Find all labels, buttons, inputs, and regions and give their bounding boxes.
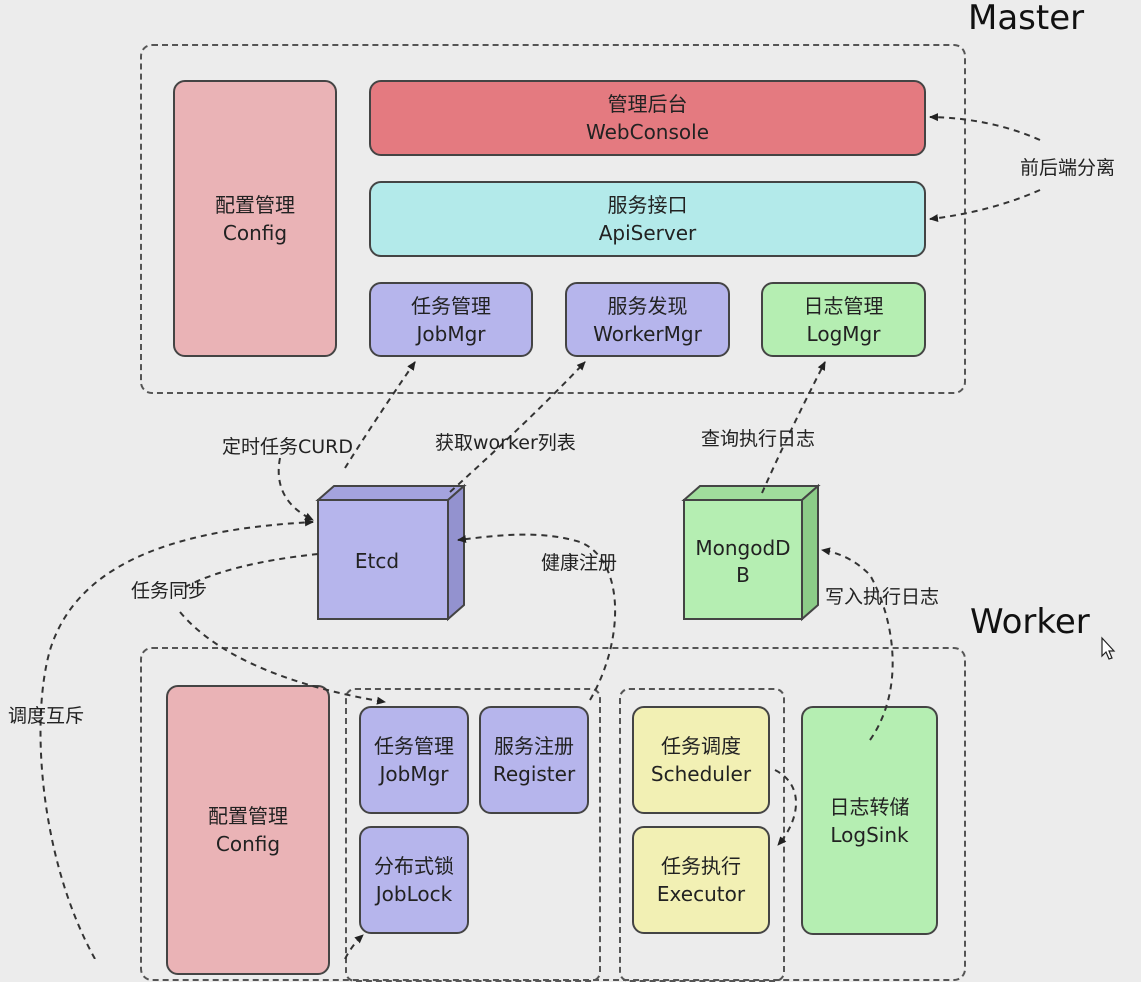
logsink-box: 日志转储 LogSink	[801, 706, 938, 935]
webconsole-en: WebConsole	[586, 120, 709, 144]
master-config-en: Config	[222, 220, 288, 245]
workermgr-en: WorkerMgr	[593, 321, 702, 346]
worker-config-box: 配置管理 Config	[166, 685, 330, 975]
apiserver-en: ApiServer	[598, 221, 697, 245]
joblock-en: JobLock	[375, 882, 453, 906]
arrow-to-webconsole	[929, 113, 1041, 141]
arrow-etcd-to-jobmgr	[344, 361, 416, 469]
mouse-cursor-icon	[1101, 636, 1116, 660]
arrow-curd-to-etcd	[277, 457, 314, 521]
mongodb-label-line1: MongodD	[695, 536, 790, 560]
label-cron-curd: 定时任务CURD	[222, 436, 354, 458]
diagram-svg: Etcd MongodD B	[39, 113, 1116, 959]
label-frontend-backend: 前后端分离	[1020, 157, 1116, 179]
arrow-mongodb-to-logmgr	[761, 361, 826, 494]
arrow-etcd-to-tasksync	[179, 553, 319, 591]
label-health-register: 健康注册	[541, 552, 618, 574]
arrow-to-joblock	[344, 934, 364, 959]
master-group	[140, 44, 966, 394]
scheduler-zh: 任务调度	[661, 734, 741, 758]
logmgr-en: LogMgr	[806, 321, 881, 346]
label-task-sync: 任务同步	[131, 580, 208, 602]
register-en: Register	[492, 762, 576, 786]
arrow-register-to-etcd	[457, 533, 617, 701]
arrow-mutex-to-etcd	[39, 518, 314, 959]
worker-jobmgr-en: JobMgr	[379, 762, 449, 786]
logsink-en: LogSink	[830, 822, 909, 847]
executor-box: 任务执行 Executor	[632, 826, 770, 934]
etcd-cube: Etcd	[315, 483, 467, 622]
worker-config-en: Config	[215, 832, 281, 856]
webconsole-zh: 管理后台	[607, 92, 688, 116]
executor-zh: 任务执行	[661, 854, 741, 878]
apiserver-box: 服务接口 ApiServer	[369, 181, 926, 257]
label-schedule-mutex: 调度互斥	[8, 705, 85, 727]
apiserver-zh: 服务接口	[607, 193, 688, 217]
executor-en: Executor	[656, 882, 746, 906]
label-query-log: 查询执行日志	[701, 428, 816, 450]
joblock-zh: 分布式锁	[374, 854, 454, 878]
mongodb-cube: MongodD B	[681, 483, 821, 622]
register-zh: 服务注册	[494, 734, 574, 758]
arrow-etcd-to-workermgr	[449, 361, 586, 493]
logmgr-zh: 日志管理	[803, 293, 884, 318]
scheduler-box: 任务调度 Scheduler	[632, 706, 770, 814]
joblock-box: 分布式锁 JobLock	[359, 826, 469, 934]
webconsole-box: 管理后台 WebConsole	[369, 80, 926, 156]
label-write-log: 写入执行日志	[825, 586, 940, 608]
worker-jobmgr-box: 任务管理 JobMgr	[359, 706, 469, 814]
etcd-label: Etcd	[355, 549, 399, 573]
register-box: 服务注册 Register	[479, 706, 589, 814]
worker-jobmgr-zh: 任务管理	[374, 734, 454, 758]
mongodb-label-line2: B	[736, 563, 750, 587]
workermgr-zh: 服务发现	[607, 293, 688, 318]
scheduler-en: Scheduler	[650, 762, 752, 786]
workermgr-box: 服务发现 WorkerMgr	[565, 282, 730, 357]
logmgr-box: 日志管理 LogMgr	[761, 282, 926, 357]
worker-config-zh: 配置管理	[208, 804, 288, 828]
master-title: Master	[968, 0, 1085, 38]
master-jobmgr-zh: 任务管理	[411, 293, 491, 318]
master-jobmgr-en: JobMgr	[416, 321, 486, 346]
label-get-worker-list: 获取worker列表	[435, 432, 576, 454]
master-config-box: 配置管理 Config	[173, 80, 337, 357]
arrow-tasksync-to-jobmgr	[179, 611, 386, 705]
master-jobmgr-box: 任务管理 JobMgr	[369, 282, 533, 357]
master-config-zh: 配置管理	[215, 192, 295, 217]
arrow-scheduler-to-executor	[774, 769, 797, 846]
arrow-logsink-to-mongodb	[821, 547, 894, 741]
worker-title: Worker	[970, 602, 1090, 642]
logsink-zh: 日志转储	[829, 794, 910, 819]
arrow-to-apiserver	[929, 189, 1041, 223]
